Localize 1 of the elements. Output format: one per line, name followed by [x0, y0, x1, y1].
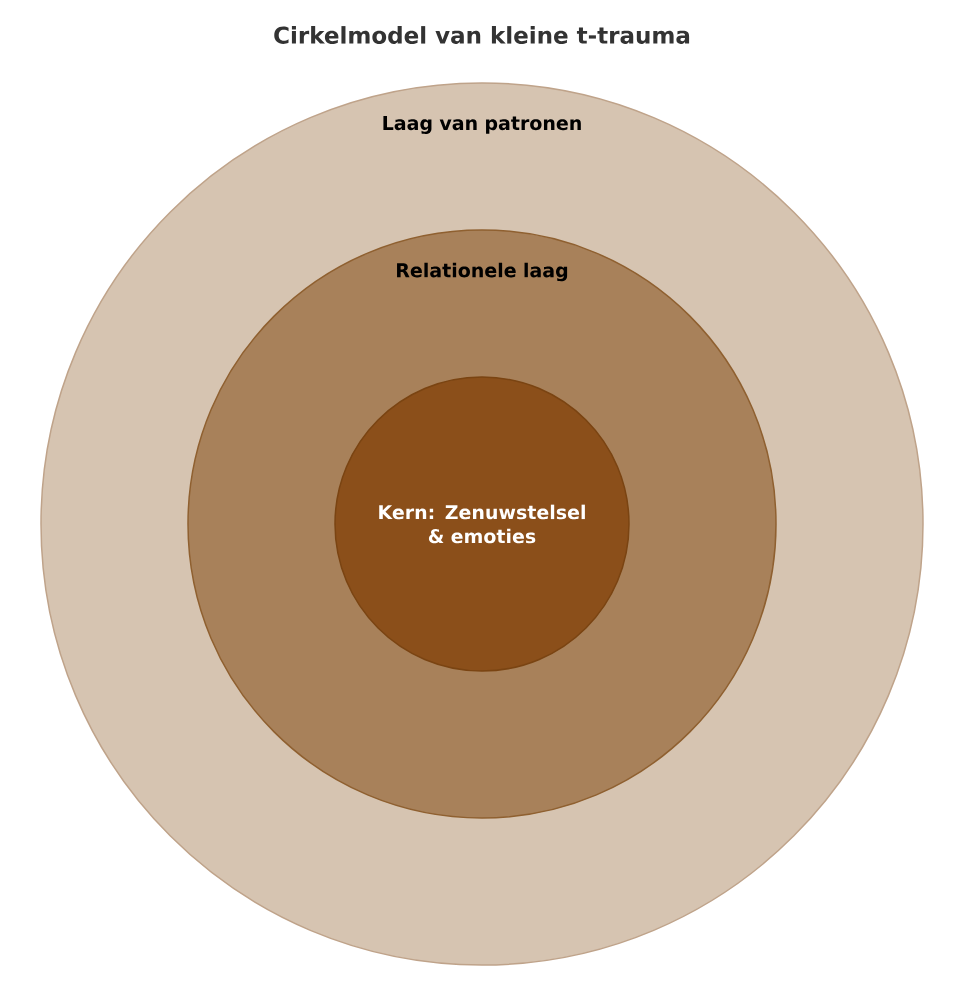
- title: Cirkelmodel van kleine t-trauma: [274, 26, 690, 44]
